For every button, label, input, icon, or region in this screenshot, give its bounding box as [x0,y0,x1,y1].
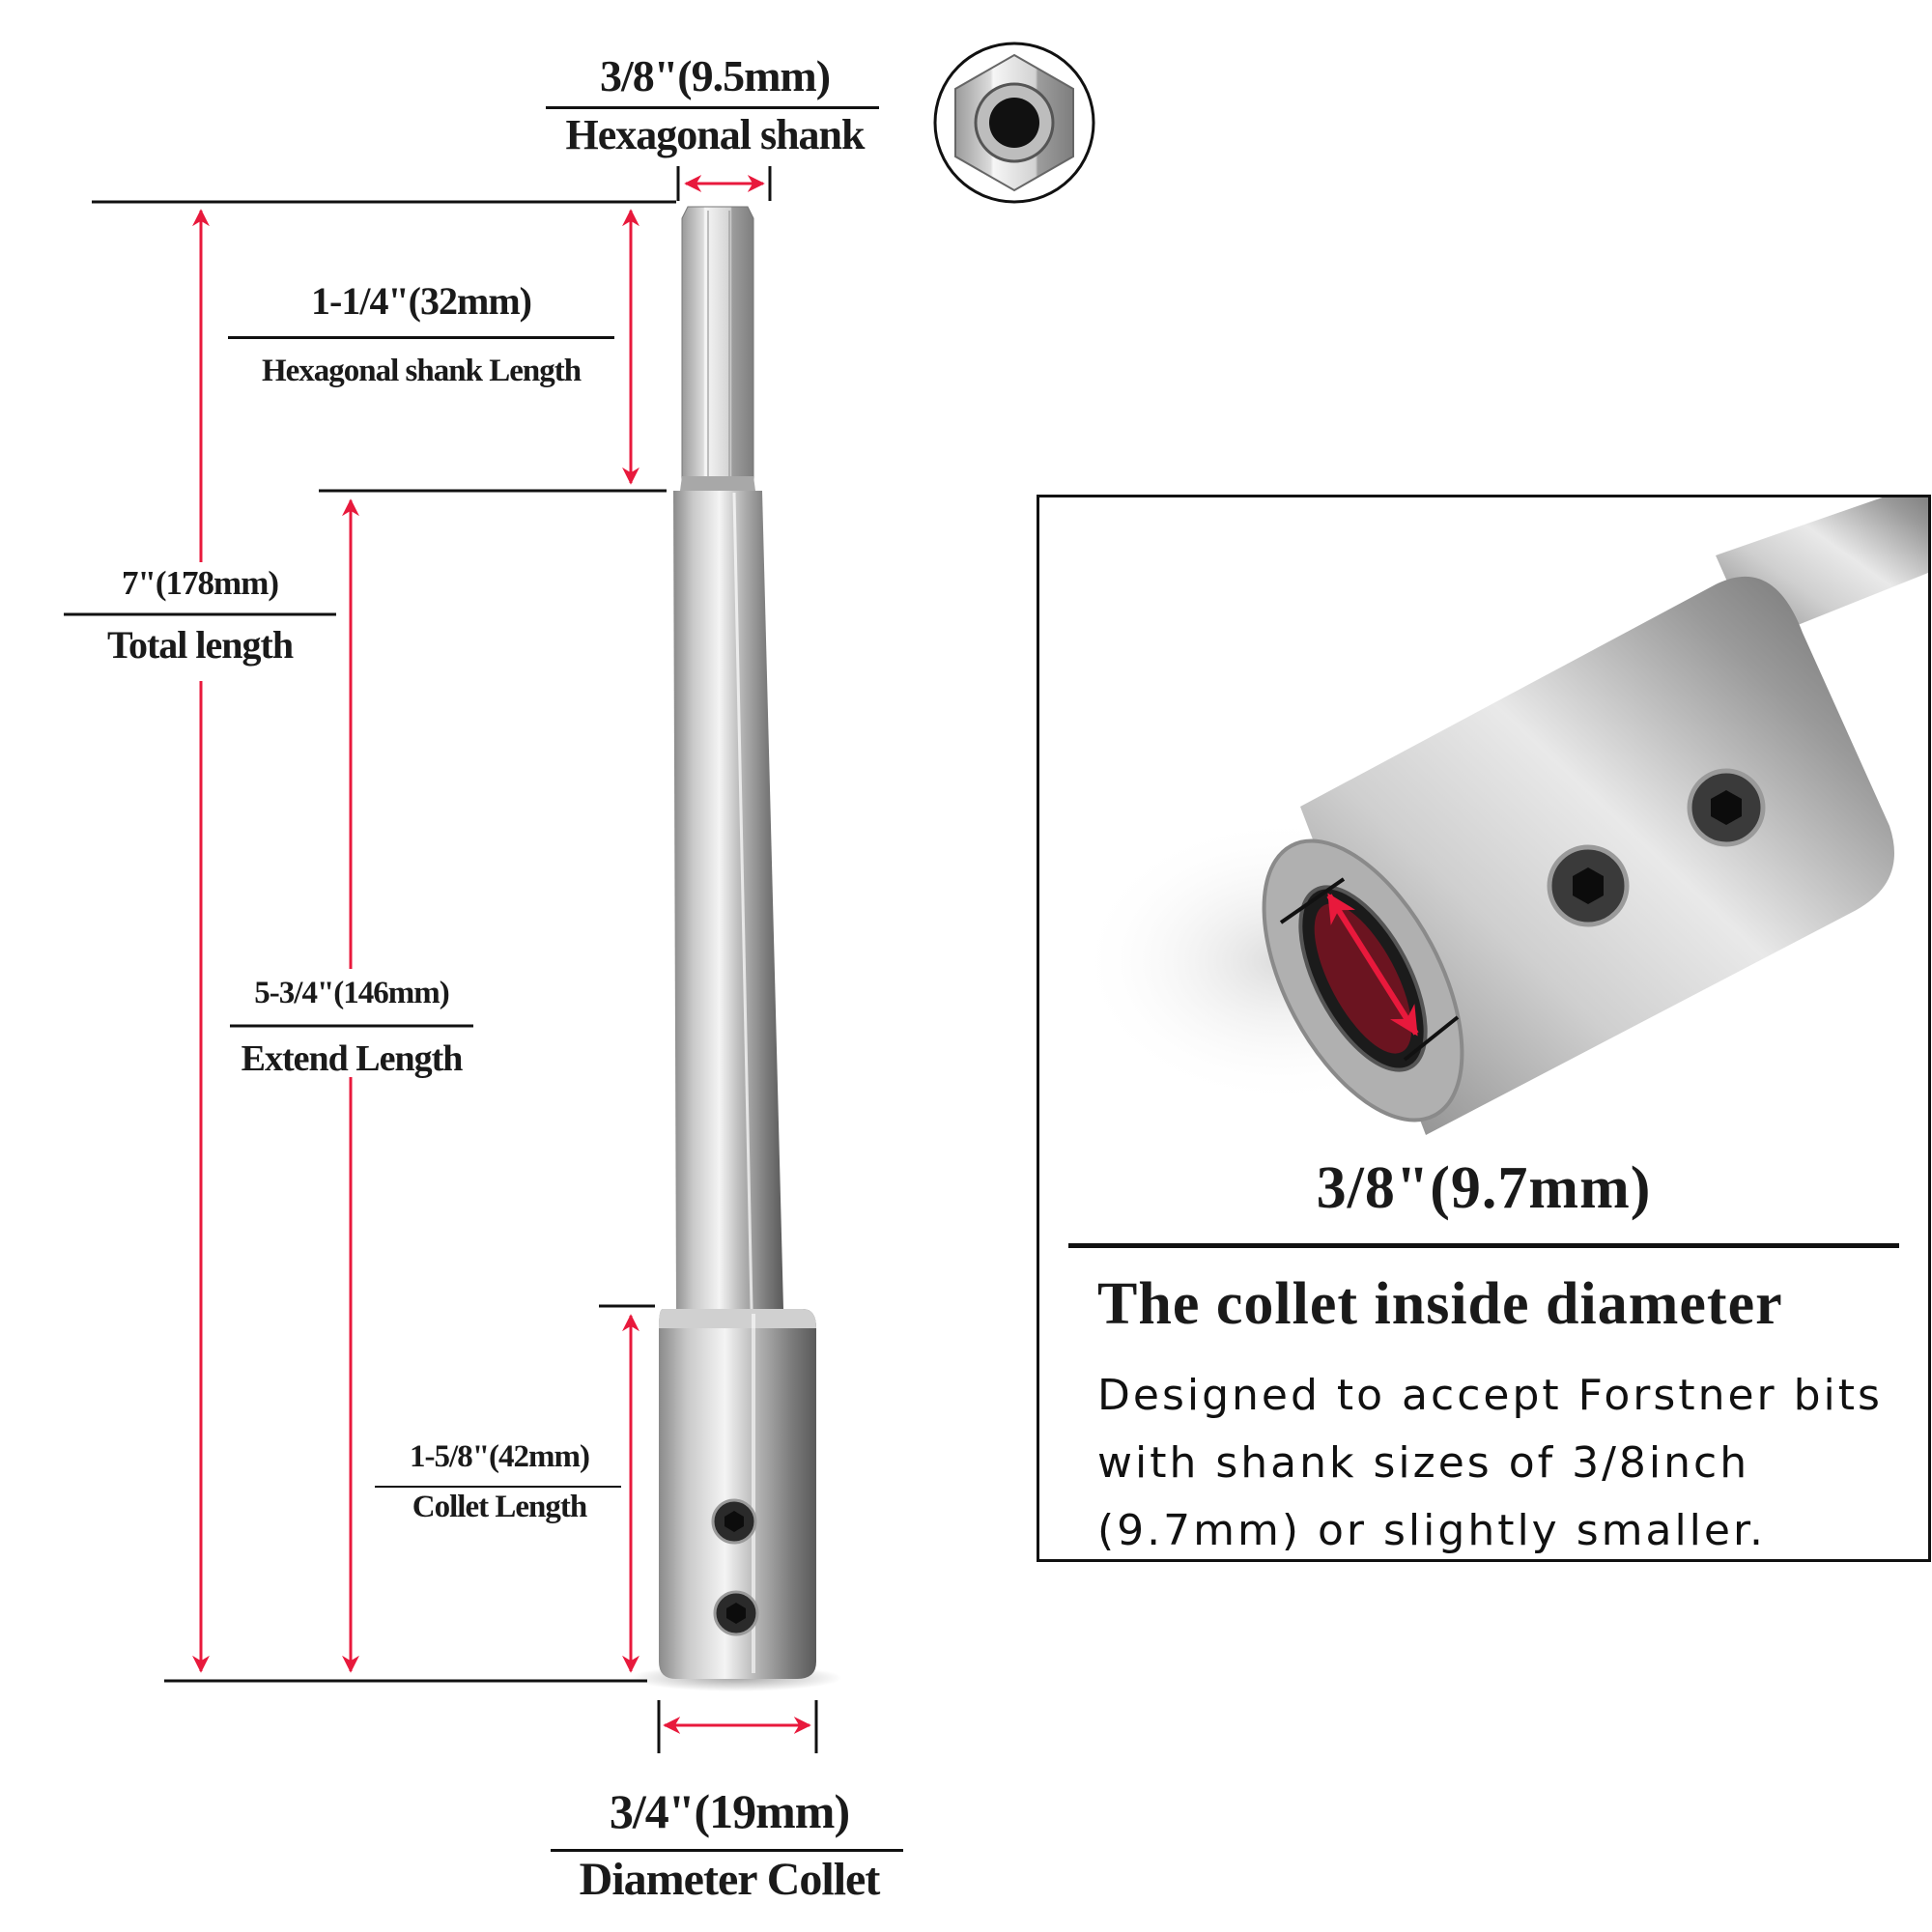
extension-rod [673,491,783,1310]
collet-length-caption: Collet Length [412,1490,587,1524]
collet-length-rule [375,1486,621,1488]
extend-length-value: 5-3/4"(146mm) [254,976,449,1010]
shank-width-value: 3/8"(9.5mm) [599,51,831,100]
shank-length-rule [228,336,614,339]
panel-heading: The collet inside diameter [1097,1271,1783,1337]
shank-width-caption: Hexagonal shank [565,111,866,158]
shank-width-rule [546,106,879,109]
inside-diameter-value: 3/8"(9.7mm) [1316,1155,1652,1221]
set-screw-icon [1547,844,1630,927]
collet-detail-panel: 3/8"(9.7mm) The collet inside diameter D… [1037,495,1931,1562]
hex-end-view [933,42,1095,204]
set-screw-icon [1687,768,1766,847]
panel-description: Designed to accept Forstner bits with sh… [1097,1371,1883,1555]
set-screw-icon [713,1590,759,1636]
set-screw-icon [711,1498,757,1545]
hexagonal-shank [680,206,755,491]
collet-diameter-caption: Diameter Collet [579,1854,881,1905]
collet-diameter-rule [551,1849,903,1852]
collet-length-value: 1-5/8"(42mm) [410,1439,590,1474]
shank-length-value: 1-1/4"(32mm) [311,279,532,323]
extend-length-caption: Extend Length [241,1038,464,1079]
shank-length-caption: Hexagonal shank Length [261,354,582,388]
dimension-arrows [192,175,811,1734]
collet-diameter-value: 3/4"(19mm) [609,1784,850,1838]
total-length-value: 7"(178mm) [121,564,279,602]
reference-lines [64,200,676,1683]
collet-body [659,1309,816,1679]
collet-closeup-illustration [1078,497,1928,1135]
panel-divider [1068,1243,1899,1248]
total-length-caption: Total length [106,623,294,667]
